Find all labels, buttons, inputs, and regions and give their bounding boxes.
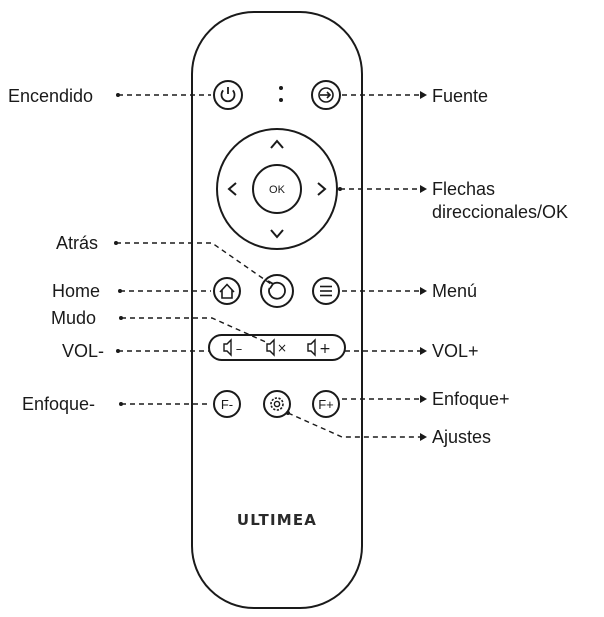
mute-icon bbox=[266, 338, 275, 357]
label-arrows-line2: direccionales/OK bbox=[432, 202, 569, 222]
remote-body bbox=[191, 11, 363, 609]
leader-mute bbox=[121, 317, 269, 344]
dpad[interactable] bbox=[216, 128, 338, 250]
label-home: Home bbox=[52, 281, 101, 301]
home-icon bbox=[219, 283, 235, 299]
speaker-icon bbox=[307, 338, 316, 357]
back-icon bbox=[267, 280, 286, 300]
leader-back bbox=[116, 242, 272, 285]
indicator-light bbox=[279, 86, 283, 102]
back-button[interactable] bbox=[260, 274, 294, 308]
focus-plus-label: F+ bbox=[318, 397, 334, 412]
power-button[interactable] bbox=[213, 80, 243, 110]
mute-button[interactable]: × bbox=[266, 338, 287, 357]
menu-icon bbox=[320, 285, 332, 297]
label-arrows-line1: Flechas bbox=[432, 179, 496, 199]
arrow-left-icon[interactable] bbox=[227, 182, 237, 196]
label-settings: Ajustes bbox=[432, 427, 492, 447]
label-vol-plus: VOL+ bbox=[432, 341, 479, 361]
label-back: Atrás bbox=[56, 233, 99, 253]
arrow-up-icon[interactable] bbox=[270, 139, 284, 149]
focus-minus-label: F- bbox=[221, 397, 233, 412]
menu-button[interactable] bbox=[312, 277, 340, 305]
leader-arrowheads bbox=[420, 91, 427, 441]
leader-lines bbox=[116, 94, 420, 438]
mute-glyph: × bbox=[277, 341, 287, 355]
label-source: Fuente bbox=[432, 86, 489, 106]
label-focus-plus: Enfoque+ bbox=[432, 389, 510, 409]
label-vol-minus: VOL- bbox=[62, 341, 105, 361]
gear-icon bbox=[270, 397, 284, 411]
speaker-icon bbox=[223, 338, 232, 357]
leader-settings bbox=[287, 412, 420, 438]
label-mute: Mudo bbox=[51, 308, 97, 328]
label-power: Encendido bbox=[8, 86, 94, 106]
source-button[interactable] bbox=[311, 80, 341, 110]
settings-button[interactable] bbox=[263, 390, 291, 418]
brand-logo: ULTIMEA bbox=[237, 511, 317, 529]
source-icon bbox=[318, 87, 334, 103]
ok-button[interactable]: OK bbox=[252, 164, 302, 214]
vol-plus-button[interactable]: + bbox=[307, 338, 331, 357]
volume-bar bbox=[208, 334, 346, 361]
vol-plus-glyph: + bbox=[319, 341, 331, 357]
vol-minus-glyph: – bbox=[236, 342, 243, 357]
leader-dots bbox=[114, 93, 342, 415]
arrow-down-icon[interactable] bbox=[270, 229, 284, 239]
power-icon bbox=[220, 87, 236, 103]
home-button[interactable] bbox=[213, 277, 241, 305]
focus-plus-button[interactable]: F+ bbox=[312, 390, 340, 418]
ok-label: OK bbox=[269, 184, 286, 196]
arrow-right-icon[interactable] bbox=[317, 182, 327, 196]
label-menu: Menú bbox=[432, 281, 478, 301]
vol-minus-button[interactable]: – bbox=[223, 338, 243, 357]
focus-minus-button[interactable]: F- bbox=[213, 390, 241, 418]
label-focus-minus: Enfoque- bbox=[22, 394, 96, 414]
